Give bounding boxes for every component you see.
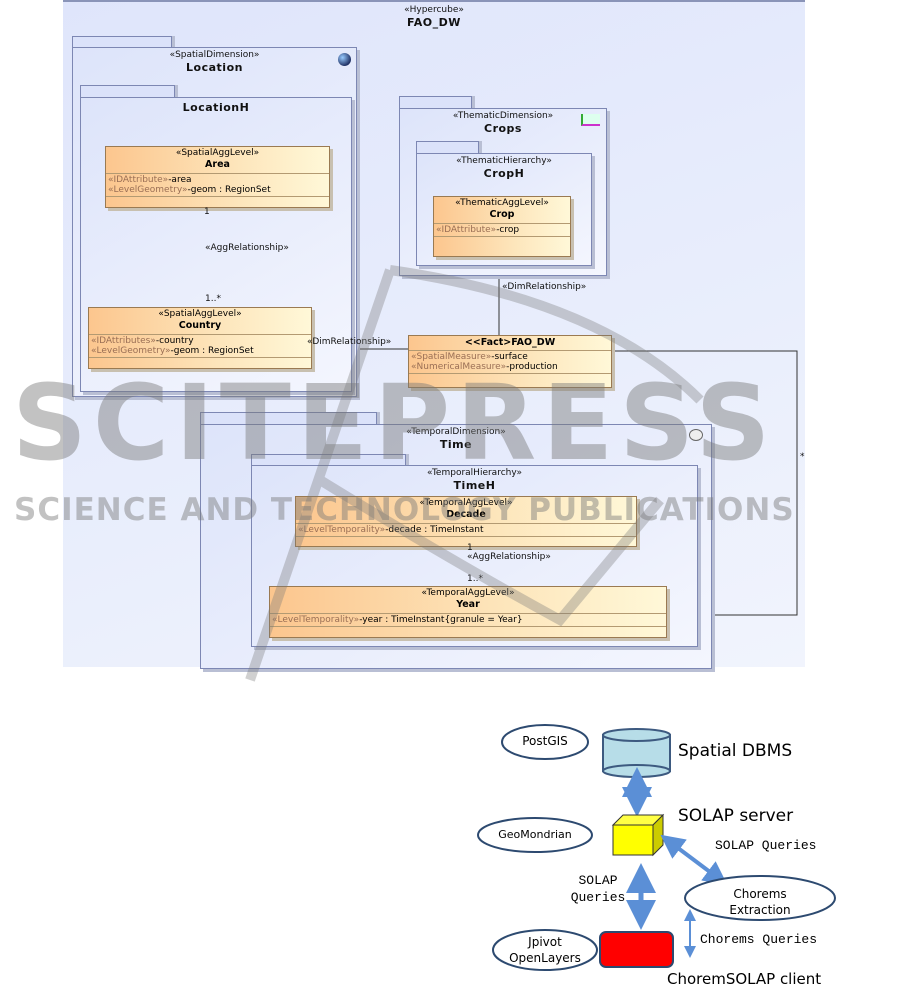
class-decade[interactable]: «TemporalAggLevel»Decade «LevelTemporali… [295,496,637,547]
text: OpenLayers [509,951,581,965]
solap-queries-label: SOLAP Queries [715,838,817,853]
arrow-server-chorems [660,834,728,886]
chorems-ellipse [684,875,836,921]
class-year[interactable]: «TemporalAggLevel»Year «LevelTemporality… [269,586,667,638]
attr: -country [155,336,194,346]
dim-relationship-label: «DimRelationship» [307,337,392,347]
agg-relationship-label: «AggRelationship» [467,552,551,562]
spatial-dbms-label: Spatial DBMS [678,741,793,761]
package-name: TimeH [453,479,496,492]
attr-stereotype: «LevelTemporality» [272,615,360,625]
attr: -geom : RegionSet [170,346,254,356]
uml-diagram: «Hypercube» FAO_DW «SpatialDimension» Lo… [63,0,805,669]
chorems-queries-label: Chorems Queries [700,932,818,947]
hypercube-stereotype: «Hypercube» [404,5,464,15]
attr: -area [168,175,192,185]
class-name: Crop [489,209,515,220]
package-name: LocationH [182,101,250,114]
multiplicity: 1 [204,207,210,217]
postgis-ellipse [501,724,589,760]
agg-rel-time: 1«AggRelationship» [467,544,551,562]
solap-queries-left: SOLAP Queries [566,872,630,906]
class-country[interactable]: «SpatialAggLevel»Country «IDAttributes»-… [88,307,312,369]
stereotype: «ThematicAggLevel» [455,198,549,208]
attr-stereotype: «NumericalMeasure» [411,362,507,372]
attr: -surface [491,352,528,362]
cube-icon [611,813,665,857]
multiplicity: 1..* [205,294,221,304]
attr-stereotype: «LevelTemporality» [298,525,386,535]
dim-relationship-label: «DimRelationship» [502,282,587,292]
globe-icon [338,53,351,66]
class-area[interactable]: «SpatialAggLevel»Area «IDAttribute»-area… [105,146,330,208]
text: Chorems [733,887,787,901]
stereotype: «TemporalDimension» [406,427,506,437]
package-name: Location [186,61,243,74]
stereotype: «SpatialAggLevel» [158,309,242,319]
attr-stereotype: «LevelGeometry» [108,185,188,195]
attr-stereotype: «SpatialMeasure» [411,352,492,362]
class-fact[interactable]: <<Fact>FAO_DW «SpatialMeasure»-surface«N… [408,335,612,388]
stereotype: «TemporalAggLevel» [421,588,515,598]
text: Queries [570,890,626,905]
attr: -production [506,362,558,372]
attr-stereotype: «LevelGeometry» [91,346,171,356]
package-name: Crops [484,122,522,135]
chart-icon [581,114,600,126]
package-name: CropH [483,167,525,180]
postgis-label: PostGIS [522,734,568,748]
stereotype: «TemporalAggLevel» [419,498,513,508]
text: SOLAP [578,873,618,888]
class-name: <<Fact>FAO_DW [464,337,556,348]
client-label: ChoremSOLAP client [667,970,822,988]
jpivot-ellipse [492,929,598,971]
class-name: Year [456,599,480,610]
attr-stereotype: «IDAttribute» [436,225,497,235]
hypercube-name: FAO_DW [407,16,461,29]
attr: -crop [496,225,520,235]
attr: -geom : RegionSet [187,185,271,195]
multiplicity: 1..* [467,574,483,584]
geomondrian-ellipse [477,817,593,853]
geomondrian-label: GeoMondrian [498,828,572,841]
stereotype: «ThematicHierarchy» [456,156,552,166]
stereotype: «TemporalHierarchy» [426,468,523,478]
architecture-diagram [477,724,836,971]
stereotype: «SpatialDimension» [169,50,260,60]
class-crop[interactable]: «ThematicAggLevel»Crop «IDAttribute»-cro… [433,196,571,257]
solap-server-label: SOLAP server [678,806,794,826]
class-name: Country [178,320,222,331]
class-name: Decade [446,509,486,520]
multiplicity: 1 [467,543,473,553]
text: Extraction [729,903,791,917]
agg-relationship-label: «AggRelationship» [205,243,289,253]
database-cylinder-icon [602,728,671,778]
stereotype: «ThematicDimension» [452,111,554,121]
stereotype: «SpatialAggLevel» [175,148,260,158]
attr-stereotype: «IDAttribute» [108,175,169,185]
multiplicity: * [800,452,805,462]
attr: -decade : TimeInstant [385,525,484,535]
class-name: Area [205,159,230,170]
clock-icon [689,429,703,441]
attr: -year : TimeInstant{granule = Year} [359,615,523,625]
attr-stereotype: «IDAttributes» [91,336,156,346]
client-box [599,931,674,968]
package-name: Time [439,438,473,451]
text: Jpivot [528,935,562,949]
